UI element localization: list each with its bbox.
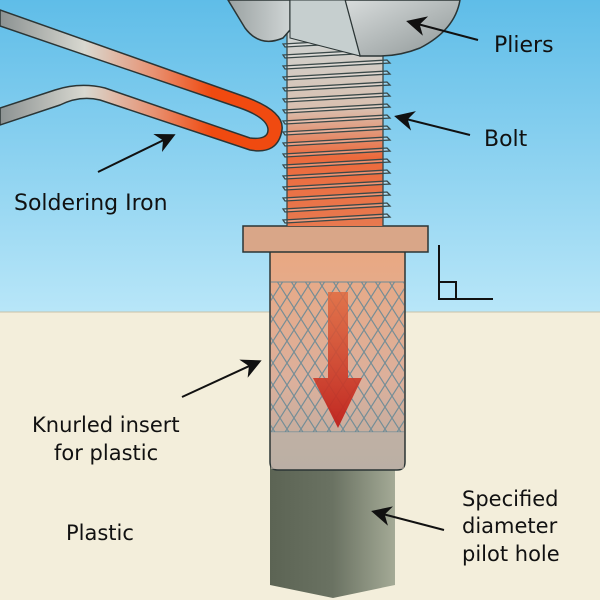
pilot-pointer-arrow <box>371 506 445 531</box>
label-knurled-insert-line2: for plastic <box>54 441 158 465</box>
label-pliers: Pliers <box>494 33 554 58</box>
bolt-thread <box>281 70 392 81</box>
leader-arrows <box>97 16 479 531</box>
label-pilot-line2: diameter <box>462 514 558 538</box>
bolt-thread <box>281 191 392 202</box>
down-arrow-icon <box>313 292 362 428</box>
bolt-thread <box>281 202 392 213</box>
bolt-thread <box>281 147 392 158</box>
right-angle-icon <box>438 245 493 300</box>
label-knurled-insert-line1: Knurled insert <box>32 413 180 437</box>
bolt-thread <box>281 92 392 103</box>
bolt-thread <box>281 136 392 147</box>
bolt-thread <box>281 125 392 136</box>
label-pilot-line3: pilot hole <box>462 542 560 566</box>
insert-flange <box>242 225 429 253</box>
bolt <box>281 30 392 226</box>
soldering-iron <box>0 9 283 152</box>
pliers-pointer-arrow <box>406 16 479 41</box>
pilot-hole <box>270 450 395 598</box>
iron-pointer-arrow <box>97 134 176 173</box>
bolt-thread <box>281 213 392 224</box>
bolt-thread <box>281 169 392 180</box>
insert-pointer-arrow <box>181 359 262 398</box>
bolt-thread <box>281 158 392 169</box>
label-plastic: Plastic <box>66 521 134 545</box>
bolt-thread <box>281 59 392 70</box>
bolt-pointer-arrow <box>394 111 471 136</box>
label-soldering-iron: Soldering Iron <box>14 191 168 216</box>
bolt-thread <box>281 81 392 92</box>
bolt-thread <box>281 114 392 125</box>
bolt-thread <box>281 180 392 191</box>
pliers <box>227 0 461 57</box>
label-pilot-line1: Specified <box>462 487 558 511</box>
label-bolt: Bolt <box>484 127 528 152</box>
bolt-thread <box>281 103 392 114</box>
